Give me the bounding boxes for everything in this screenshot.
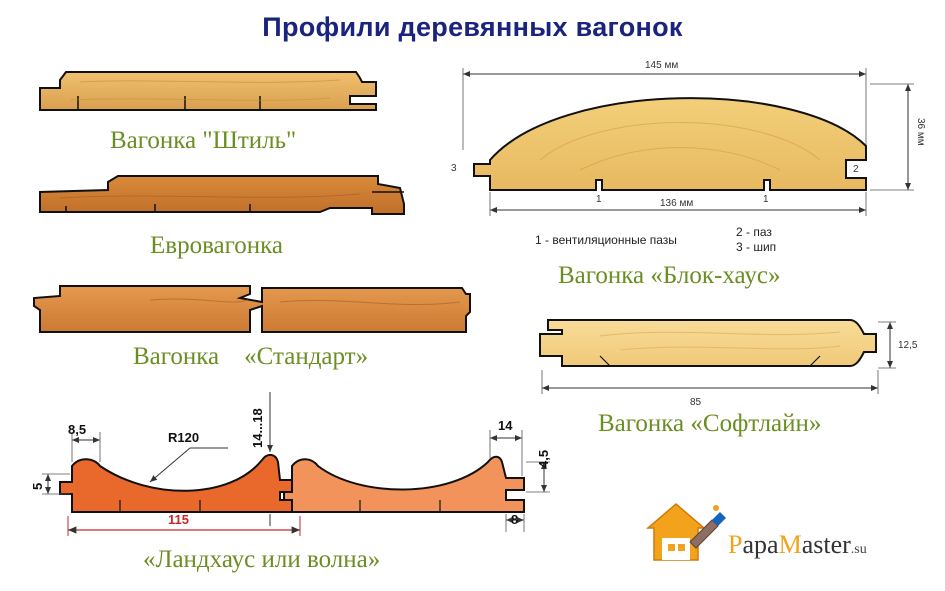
euro-profile bbox=[39, 175, 405, 215]
standart-caption: Вагонка «Стандарт» bbox=[133, 343, 369, 370]
logo-wordmark: PapaMaster.su bbox=[728, 530, 867, 560]
blockhouse-width-bottom: 136 мм bbox=[660, 198, 694, 209]
house-icon bbox=[645, 503, 726, 561]
softline-profile bbox=[539, 319, 896, 394]
blockhouse-marker-2: 2 bbox=[853, 164, 859, 175]
blockhouse-legend-2: 2 - паз bbox=[736, 225, 772, 239]
landhaus-caption: «Ландхаус или волна» bbox=[143, 546, 381, 573]
landhaus-dim-d6: 5 bbox=[30, 482, 45, 490]
landhaus-dim-d2: R120 bbox=[168, 430, 200, 445]
blockhouse-profile bbox=[462, 68, 914, 216]
shtil-profile bbox=[39, 71, 377, 111]
logo-letter-m: M bbox=[778, 530, 802, 559]
shtil-caption: Вагонка "Штиль" bbox=[110, 127, 297, 154]
blockhouse-legend-3: 3 - шип bbox=[736, 240, 777, 254]
logo-part-2: aster bbox=[801, 530, 851, 559]
standart-profile bbox=[33, 285, 471, 333]
page-title: Профили деревянных вагонок bbox=[262, 12, 683, 42]
blockhouse-height: 36 мм bbox=[915, 118, 926, 146]
landhaus-dim-d1: 8,5 bbox=[68, 422, 87, 437]
euro-caption: Евровагонка bbox=[150, 232, 284, 259]
blockhouse-legend-1: 1 - вентиляционные пазы bbox=[535, 233, 677, 247]
blockhouse-caption: Вагонка «Блок-хаус» bbox=[558, 262, 781, 289]
blockhouse-width-top: 145 мм bbox=[645, 60, 679, 71]
landhaus-dim-d8: 8 bbox=[511, 512, 519, 527]
logo-letter-p: P bbox=[728, 530, 743, 559]
landhaus-profile bbox=[42, 392, 550, 536]
landhaus-dim-d5: 4,5 bbox=[536, 449, 551, 468]
blockhouse-marker-1a: 1 bbox=[596, 194, 602, 205]
softline-caption: Вагонка «Софтлайн» bbox=[598, 410, 822, 437]
softline-width: 85 bbox=[690, 397, 702, 408]
blockhouse-marker-3: 3 bbox=[451, 163, 457, 174]
logo-suffix: .su bbox=[850, 542, 867, 557]
landhaus-dim-d3: 14...18 bbox=[250, 408, 265, 448]
softline-height: 12,5 bbox=[898, 340, 918, 351]
landhaus-dim-d4: 14 bbox=[498, 418, 513, 433]
logo-part-1: apa bbox=[742, 530, 779, 559]
landhaus-dim-d7: 115 bbox=[168, 512, 189, 527]
blockhouse-marker-1b: 1 bbox=[763, 194, 769, 205]
